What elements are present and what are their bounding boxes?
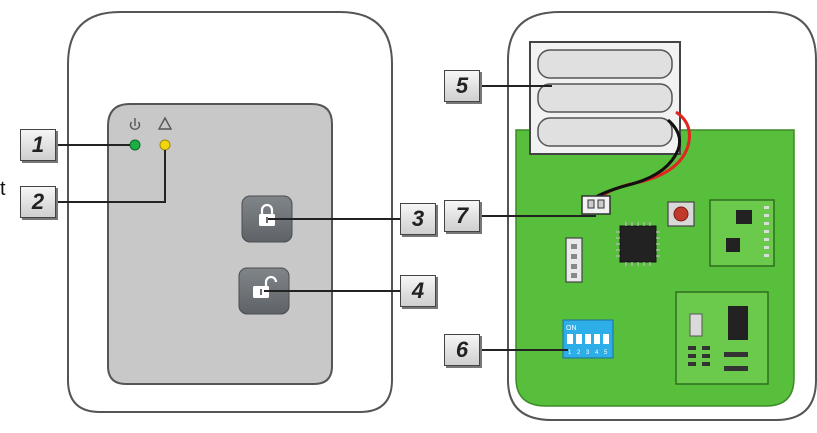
callout-3: 3	[400, 203, 436, 235]
device-back: ON 1 2 3 4 5	[478, 11, 817, 421]
callout-7: 7	[444, 200, 480, 232]
dip-switch-on-label: ON	[566, 325, 577, 332]
dip-switch-position-3: 3	[586, 350, 590, 356]
lock-closed-icon	[259, 203, 275, 226]
tamper-button	[667, 201, 695, 227]
warning-icon	[157, 116, 173, 130]
lock-open-icon	[253, 275, 278, 298]
cropped-text-fragment: t	[0, 178, 6, 200]
front-faceplate	[107, 103, 333, 385]
dip-switch-position-1: 1	[568, 350, 572, 356]
radio-module	[675, 291, 769, 385]
microcontroller-chip	[616, 222, 660, 266]
power-led	[129, 139, 141, 151]
callout-1: 1	[20, 129, 56, 161]
dip-switch: ON 1 2 3 4 5	[562, 319, 614, 359]
power-icon	[129, 118, 141, 131]
rf-module	[709, 199, 775, 267]
black-wire	[593, 118, 682, 200]
dip-switch-position-4: 4	[595, 350, 599, 356]
warning-led	[159, 139, 171, 151]
callout-2: 2	[20, 186, 56, 218]
battery-holder	[529, 41, 681, 155]
battery-connector	[581, 195, 611, 215]
device-front	[56, 11, 400, 413]
dip-switch-position-5: 5	[604, 350, 608, 356]
callout-4: 4	[400, 275, 436, 307]
callout-6: 6	[444, 334, 480, 366]
callout-5: 5	[444, 70, 480, 102]
leader-line-2	[56, 150, 166, 203]
dip-switch-position-2: 2	[577, 350, 581, 356]
pin-header	[565, 237, 583, 283]
